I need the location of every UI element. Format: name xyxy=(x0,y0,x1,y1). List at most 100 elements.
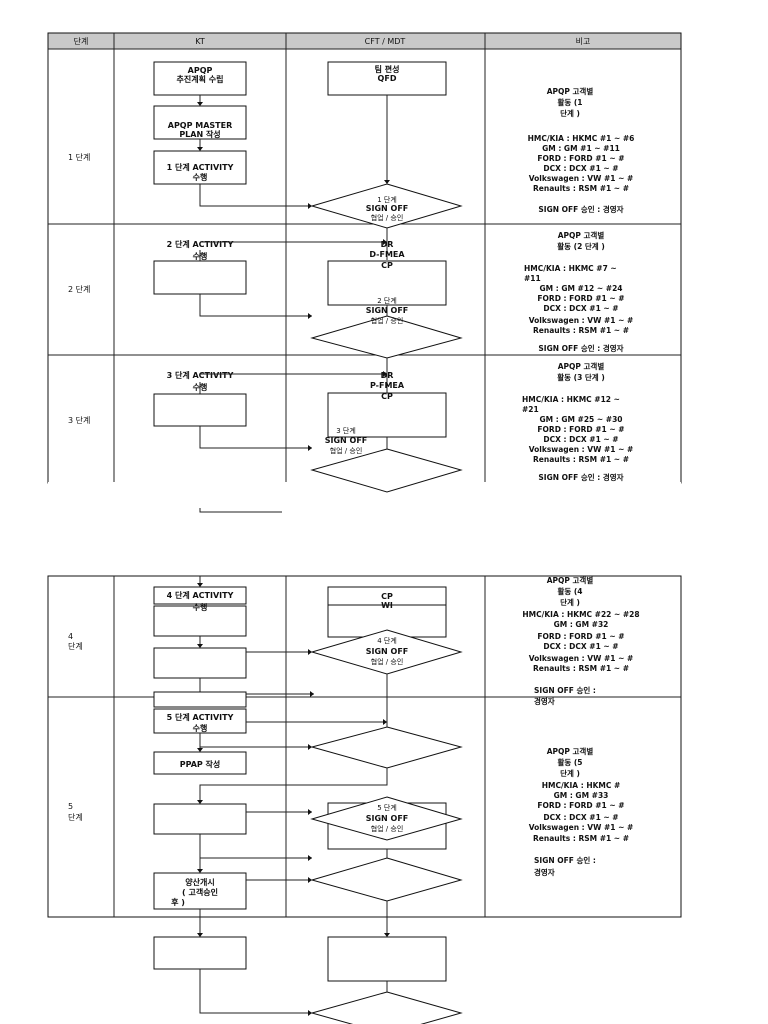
arrow-right-icon xyxy=(308,877,312,883)
signoff-3-line3: 협업 / 승인 xyxy=(330,446,363,455)
signoff-3-line2: SIGN OFF xyxy=(325,436,368,445)
signoff-4-line1: 4 단계 xyxy=(377,636,397,645)
arrow-right-icon xyxy=(308,313,312,319)
remarks-5-title-3: 단계 ) xyxy=(560,768,580,778)
stage-3-activity-box xyxy=(153,393,247,427)
pfmea-line1: DR xyxy=(381,371,394,380)
stage-5-activity-line1: 5 단계 ACTIVITY xyxy=(167,712,234,722)
final-signoff-diamond xyxy=(310,991,463,1024)
team-formation-box xyxy=(327,61,447,96)
trailing-flow xyxy=(153,901,463,1024)
stage-5-top-box xyxy=(153,691,247,708)
remarks-1-line: Volkswagen : VW #1 ~ # xyxy=(529,174,634,183)
remarks-4-title-1: APQP 고객별 xyxy=(547,575,594,585)
stage-3-label: 3 단계 xyxy=(68,415,90,425)
remarks-4-title-2: 활동 (4 xyxy=(557,586,582,596)
arrow-right-icon xyxy=(383,239,387,245)
arrow-down-icon xyxy=(197,869,203,873)
remarks-5-title-1: APQP 고객별 xyxy=(547,746,594,756)
dfmea-line2: D-FMEA xyxy=(369,250,405,259)
remarks-4-line: HMC/KIA : HKMC #22 ~ #28 xyxy=(522,610,639,619)
mass-production-line3: 후 ) xyxy=(171,897,185,907)
stage-1-activity-line2: 수행 xyxy=(193,172,208,182)
apqp-plan-box xyxy=(153,61,247,96)
remarks-3-title-1: APQP 고객별 xyxy=(558,361,605,371)
stage-4-work-box xyxy=(153,647,247,679)
stage-2-flow: 2 단계 ACTIVITY 수행 DR D-FMEA CP 2 단계 SIGN … xyxy=(153,228,463,359)
remarks-2-line: Volkswagen : VW #1 ~ # xyxy=(529,316,634,325)
remarks-1-line: HMC/KIA : HKMC #1 ~ #6 xyxy=(528,134,635,143)
stage-3-flow: 3 단계 ACTIVITY 수행 DR P-FMEA CP 3 단계 SIGN … xyxy=(153,358,463,513)
remarks-5-title-2: 활동 (5 xyxy=(557,757,582,767)
remarks-2-line: FORD : FORD #1 ~ # xyxy=(537,294,624,303)
remarks-5-signoff-2: 경영자 xyxy=(534,867,555,877)
header-remarks: 비고 xyxy=(576,37,591,46)
remarks-4-line: Renaults : RSM #1 ~ # xyxy=(533,664,629,673)
apqp-plan-line2: 추진계획 수립 xyxy=(177,74,224,84)
ppap-label: PPAP 작성 xyxy=(180,759,221,769)
remarks-3-signoff: SIGN OFF 승인 : 경영자 xyxy=(538,472,623,482)
remarks-stage-1: APQP 고객별 활동 (1 단계 ) HMC/KIA : HKMC #1 ~ … xyxy=(528,86,635,214)
stage-5-flow: 5 단계 ACTIVITY 수행 PPAP 작성 5 단계 SIGN OFF 협… xyxy=(153,691,463,910)
signoff-1-line2: SIGN OFF xyxy=(366,204,409,213)
remarks-2-hmc-1: HMC/KIA : HKMC #7 ~ xyxy=(524,264,617,273)
mass-production-line2: ( 고객승인 xyxy=(182,887,218,897)
apqp-plan-line1: APQP xyxy=(188,66,213,75)
remarks-3-line: Renaults : RSM #1 ~ # xyxy=(533,455,629,464)
remarks-5-line: GM : GM #33 xyxy=(554,791,609,800)
stage-4-activity-line1: 4 단계 ACTIVITY xyxy=(167,590,234,600)
arrow-down-icon xyxy=(384,933,390,937)
remarks-3-title-2: 활동 (3 단계 ) xyxy=(557,372,605,382)
remarks-3-line: Volkswagen : VW #1 ~ # xyxy=(529,445,634,454)
remarks-4-line: GM : GM #32 xyxy=(554,620,609,629)
ppap-box xyxy=(153,751,247,775)
remarks-5-line: Renaults : RSM #1 ~ # xyxy=(533,834,629,843)
final-kt-box xyxy=(153,936,247,970)
remarks-5-line: FORD : FORD #1 ~ # xyxy=(537,801,624,810)
signoff-5-line2: SIGN OFF xyxy=(366,814,409,823)
stage-5-activity-box xyxy=(153,708,247,734)
team-formation-line2: QFD xyxy=(378,74,397,83)
stage-5-label-1: 5 xyxy=(68,802,73,811)
remarks-5-line: DCX : DCX #1 ~ # xyxy=(543,813,618,822)
remarks-3-hmc-2: #21 xyxy=(522,405,539,414)
arrow-right-icon xyxy=(308,809,312,815)
stage-4-label-2: 단계 xyxy=(68,641,83,651)
stage-2-activity-box xyxy=(153,260,247,295)
stage-1-flow: APQP 추진계획 수립 APQP MASTER PLAN 작성 1 단계 AC… xyxy=(153,61,463,229)
pfmea-line2: P-FMEA xyxy=(370,381,405,390)
signoff-4-line3: 협업 / 승인 xyxy=(371,657,404,666)
remarks-stage-2: APQP 고객별 활동 (2 단계 ) HMC/KIA : HKMC #7 ~ … xyxy=(524,230,633,353)
header-cft: CFT / MDT xyxy=(365,37,406,46)
stage-4-label-1: 4 xyxy=(68,632,73,641)
signoff-1-line3: 협업 / 승인 xyxy=(371,213,404,222)
signoff-2-line2: SIGN OFF xyxy=(366,306,409,315)
remarks-4-line: Volkswagen : VW #1 ~ # xyxy=(529,654,634,663)
mass-production-line1: 양산개시 xyxy=(185,877,214,887)
stage-5-signoff-diamond xyxy=(310,796,463,841)
remarks-5-signoff-1: SIGN OFF 승인 : xyxy=(534,855,596,865)
arrow-down-icon xyxy=(197,933,203,937)
arrow-down-icon xyxy=(197,102,203,106)
remarks-4-signoff-1: SIGN OFF 승인 : xyxy=(534,685,596,695)
arrow-right-icon xyxy=(308,203,312,209)
remarks-4-title-3: 단계 ) xyxy=(560,597,580,607)
dfmea-box xyxy=(327,260,447,306)
remarks-1-line: GM : GM #1 ~ #11 xyxy=(542,144,620,153)
table-2-frame xyxy=(47,575,682,918)
remarks-1-signoff: SIGN OFF 승인 : 경영자 xyxy=(538,204,623,214)
signoff-2-line3: 협업 / 승인 xyxy=(371,316,404,325)
remarks-1-title-1: APQP 고객별 xyxy=(547,86,594,96)
arrow-down-icon xyxy=(197,147,203,151)
remarks-4-signoff-2: 경영자 xyxy=(534,696,555,706)
remarks-3-line: DCX : DCX #1 ~ # xyxy=(543,435,618,444)
cp-wi-line1: CP xyxy=(381,592,393,601)
stage-1-label: 1 단계 xyxy=(68,152,90,162)
arrow-down-icon xyxy=(384,180,390,184)
dfmea-line3: CP xyxy=(381,261,393,270)
dfmea-line1: DR xyxy=(381,240,394,249)
signoff-4-line2: SIGN OFF xyxy=(366,647,409,656)
header-stage: 단계 xyxy=(74,36,89,46)
stage-2-label: 2 단계 xyxy=(68,284,90,294)
